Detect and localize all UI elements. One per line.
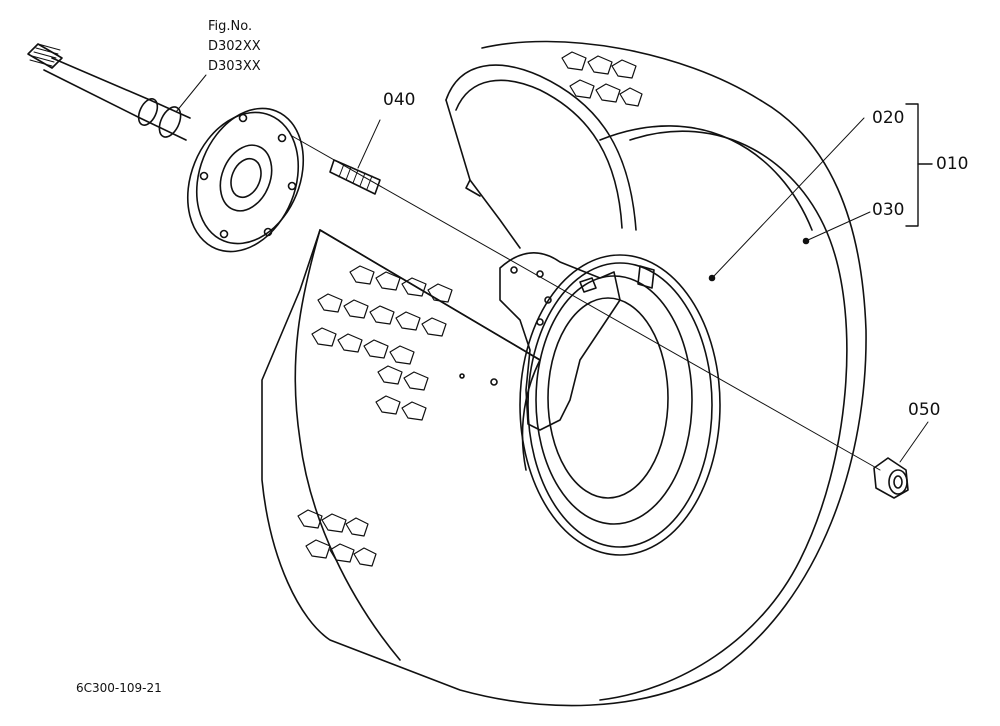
stud-bolt — [329, 119, 381, 195]
callout-030: 030 — [872, 200, 905, 220]
callout-020: 020 — [872, 108, 905, 128]
callout-010: 010 — [936, 154, 969, 174]
assembly-axis-line — [291, 135, 881, 471]
axle-shaft — [27, 43, 305, 253]
tire — [261, 40, 871, 707]
figure-ref-code-2: D303XX — [208, 59, 261, 74]
figure-ref-code-1: D302XX — [208, 39, 261, 54]
wheel-nut — [873, 421, 929, 499]
callout-050: 050 — [908, 400, 941, 420]
assembly-bracket — [905, 103, 919, 227]
figure-ref-label: Fig.No. — [208, 19, 253, 34]
drawing-code: 6C300-109-21 — [76, 681, 162, 695]
rim-disc — [499, 117, 865, 431]
callout-040: 040 — [383, 90, 416, 110]
